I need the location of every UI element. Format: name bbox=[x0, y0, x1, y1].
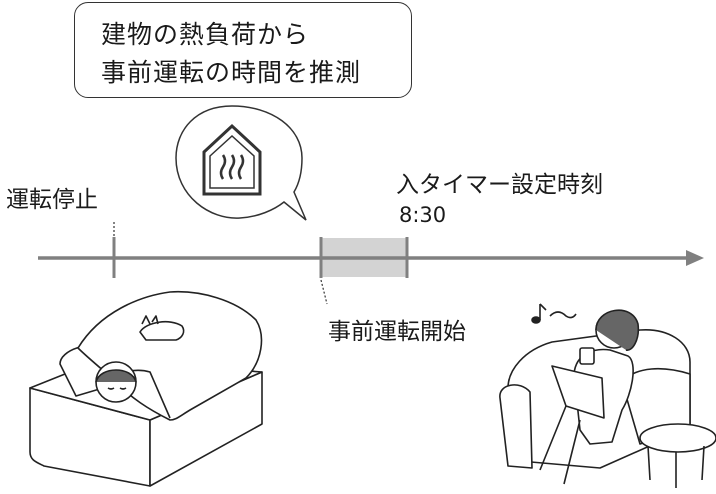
bed-illustration bbox=[29, 290, 263, 487]
coffee-cup bbox=[579, 347, 595, 365]
timeline-arrowhead bbox=[686, 250, 704, 266]
callout-line-1: 建物の熱負荷から bbox=[101, 20, 310, 49]
music-note-icon bbox=[531, 303, 577, 324]
sofa-scene-illustration bbox=[499, 309, 716, 488]
heating-house-icon bbox=[202, 123, 262, 196]
sleeping-person bbox=[95, 361, 137, 403]
callout-line-2: 事前運転の時間を推測 bbox=[101, 58, 362, 87]
callout-box: 建物の熱負荷から 事前運転の時間を推測 bbox=[74, 2, 412, 98]
timer-label: 入タイマー設定時刻 bbox=[396, 172, 603, 198]
side-table bbox=[639, 423, 716, 488]
reading-woman bbox=[539, 309, 640, 485]
cat-icon bbox=[139, 315, 185, 341]
thought-bubble bbox=[175, 105, 307, 221]
stop-label: 運転停止 bbox=[6, 187, 98, 213]
preop-label: 事前運転開始 bbox=[328, 319, 466, 345]
timer-time: 8:30 bbox=[399, 203, 447, 227]
preop-leader bbox=[320, 279, 328, 305]
